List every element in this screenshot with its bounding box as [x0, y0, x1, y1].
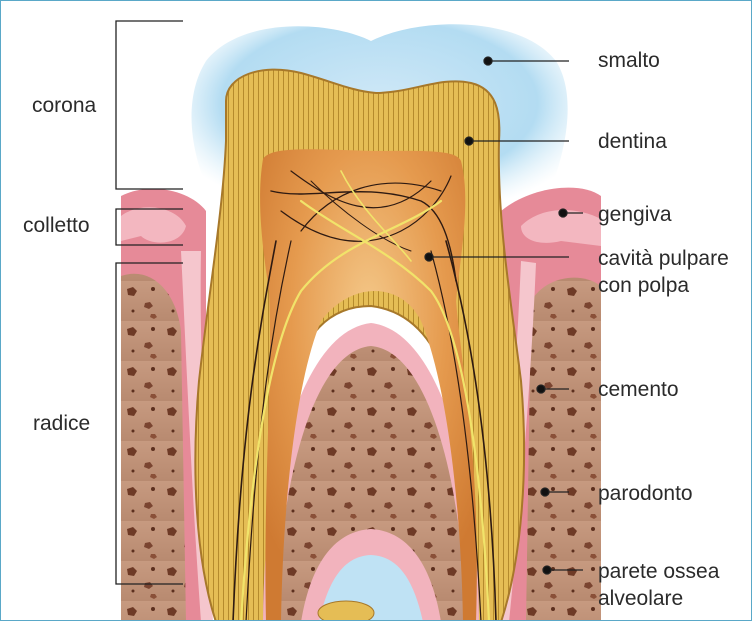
label-corona: corona [32, 93, 96, 119]
bone-left [121, 274, 186, 621]
label-parodonto: parodonto [598, 481, 693, 507]
label-smalto: smalto [598, 48, 660, 74]
label-cavita-pulpare: cavità pulpare [598, 246, 729, 272]
label-parete-ossea: parete ossea [598, 559, 719, 585]
label-colletto: colletto [23, 213, 90, 239]
label-gengiva: gengiva [598, 202, 672, 228]
label-alveolare: alveolare [598, 586, 683, 612]
label-con-polpa: con polpa [598, 273, 689, 299]
label-cemento: cemento [598, 377, 679, 403]
label-radice: radice [33, 411, 90, 437]
label-dentina: dentina [598, 129, 667, 155]
